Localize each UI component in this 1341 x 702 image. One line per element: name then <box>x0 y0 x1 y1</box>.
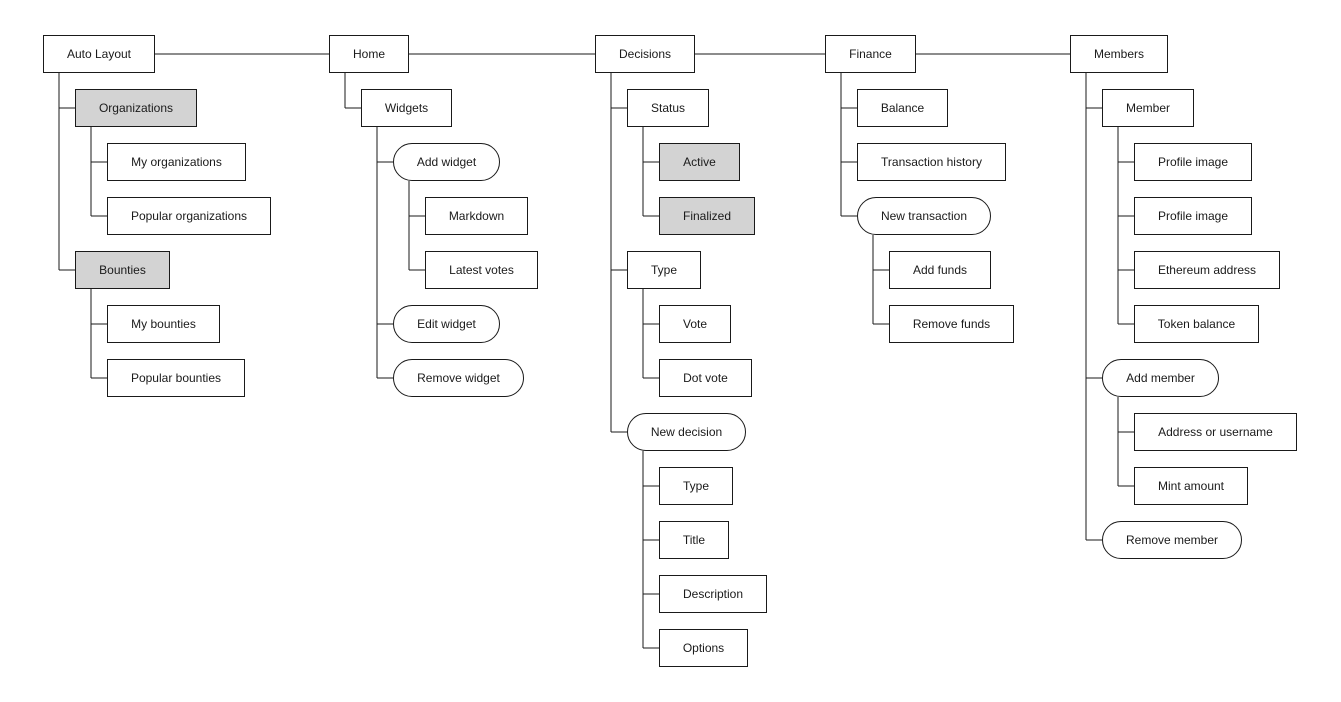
node-finalized[interactable]: Finalized <box>659 197 755 235</box>
node-profile-image[interactable]: Profile image <box>1134 197 1252 235</box>
node-new-decision[interactable]: New decision <box>627 413 746 451</box>
node-token-balance[interactable]: Token balance <box>1134 305 1259 343</box>
node-organizations[interactable]: Organizations <box>75 89 197 127</box>
node-type[interactable]: Type <box>627 251 701 289</box>
node-bounties[interactable]: Bounties <box>75 251 170 289</box>
node-home[interactable]: Home <box>329 35 409 73</box>
node-edit-widget[interactable]: Edit widget <box>393 305 500 343</box>
node-address-or-username[interactable]: Address or username <box>1134 413 1297 451</box>
node-add-widget[interactable]: Add widget <box>393 143 500 181</box>
node-type[interactable]: Type <box>659 467 733 505</box>
node-mint-amount[interactable]: Mint amount <box>1134 467 1248 505</box>
node-latest-votes[interactable]: Latest votes <box>425 251 538 289</box>
node-ethereum-address[interactable]: Ethereum address <box>1134 251 1280 289</box>
node-remove-funds[interactable]: Remove funds <box>889 305 1014 343</box>
node-dot-vote[interactable]: Dot vote <box>659 359 752 397</box>
node-transaction-history[interactable]: Transaction history <box>857 143 1006 181</box>
node-vote[interactable]: Vote <box>659 305 731 343</box>
node-balance[interactable]: Balance <box>857 89 948 127</box>
node-new-transaction[interactable]: New transaction <box>857 197 991 235</box>
node-widgets[interactable]: Widgets <box>361 89 452 127</box>
node-active[interactable]: Active <box>659 143 740 181</box>
node-status[interactable]: Status <box>627 89 709 127</box>
node-remove-widget[interactable]: Remove widget <box>393 359 524 397</box>
node-my-organizations[interactable]: My organizations <box>107 143 246 181</box>
node-remove-member[interactable]: Remove member <box>1102 521 1242 559</box>
node-finance[interactable]: Finance <box>825 35 916 73</box>
node-auto-layout[interactable]: Auto Layout <box>43 35 155 73</box>
node-profile-image[interactable]: Profile image <box>1134 143 1252 181</box>
node-description[interactable]: Description <box>659 575 767 613</box>
node-member[interactable]: Member <box>1102 89 1194 127</box>
node-markdown[interactable]: Markdown <box>425 197 528 235</box>
node-popular-organizations[interactable]: Popular organizations <box>107 197 271 235</box>
node-members[interactable]: Members <box>1070 35 1168 73</box>
node-title[interactable]: Title <box>659 521 729 559</box>
node-popular-bounties[interactable]: Popular bounties <box>107 359 245 397</box>
node-my-bounties[interactable]: My bounties <box>107 305 220 343</box>
node-add-funds[interactable]: Add funds <box>889 251 991 289</box>
node-decisions[interactable]: Decisions <box>595 35 695 73</box>
node-options[interactable]: Options <box>659 629 748 667</box>
node-add-member[interactable]: Add member <box>1102 359 1219 397</box>
